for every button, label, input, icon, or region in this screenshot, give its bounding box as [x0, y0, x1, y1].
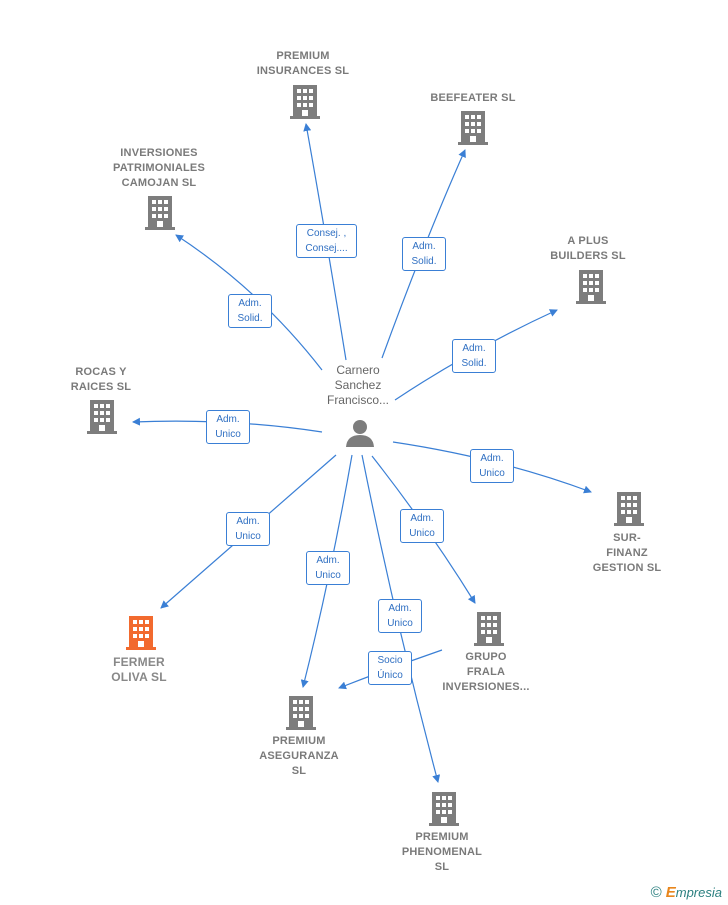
building-icon[interactable]	[290, 85, 320, 119]
company-label: FERMER OLIVA SL	[111, 655, 167, 684]
edge-label-premium-insurances[interactable]: Consej. , Consej....	[296, 224, 357, 258]
company-premium-aseguranza[interactable]: PREMIUM ASEGURANZA SL	[234, 734, 364, 779]
person-name[interactable]: Carnero Sanchez Francisco...	[326, 363, 389, 407]
company-grupo-frala[interactable]: GRUPO FRALA INVERSIONES...	[421, 650, 551, 695]
edge-label-sur-finanz[interactable]: Adm. Unico	[470, 449, 514, 483]
building-icon[interactable]	[474, 612, 504, 646]
company-label: GRUPO FRALA INVERSIONES...	[442, 651, 530, 693]
company-beefeater[interactable]: BEEFEATER SL	[408, 91, 538, 106]
building-icon-highlight[interactable]	[126, 616, 156, 650]
company-label: ROCAS Y RAICES SL	[70, 366, 132, 393]
building-icon[interactable]	[576, 270, 606, 304]
company-inversiones-patrimoniales[interactable]: INVERSIONES PATRIMONIALES CAMOJAN SL	[94, 146, 224, 191]
company-fermer-oliva[interactable]: FERMER OLIVA SL	[74, 655, 204, 685]
edge-label-grupo-frala[interactable]: Adm. Unico	[400, 509, 444, 543]
building-icon[interactable]	[458, 111, 488, 145]
company-sur-finanz[interactable]: SUR- FINANZ GESTION SL	[562, 531, 692, 576]
edge-label-aseguranza[interactable]: Adm. Unico	[306, 551, 350, 585]
edge-label-rocas[interactable]: Adm. Unico	[206, 410, 250, 444]
copyright-symbol: ©	[650, 884, 662, 901]
company-label: SUR- FINANZ GESTION SL	[592, 532, 662, 574]
person-icon[interactable]	[345, 418, 375, 448]
company-label: BEEFEATER SL	[430, 92, 516, 104]
edge-label-fermer[interactable]: Adm. Unico	[226, 512, 270, 546]
edge-label-phenomenal[interactable]: Adm. Unico	[378, 599, 422, 633]
company-label: A PLUS BUILDERS SL	[550, 235, 626, 262]
company-label: PREMIUM INSURANCES SL	[256, 50, 350, 77]
building-icon[interactable]	[87, 400, 117, 434]
company-premium-insurances[interactable]: PREMIUM INSURANCES SL	[238, 49, 368, 79]
brand-initial: E	[665, 884, 676, 901]
edge-label-a-plus[interactable]: Adm. Solid.	[452, 339, 496, 373]
building-icon[interactable]	[286, 696, 316, 730]
building-icon[interactable]	[614, 492, 644, 526]
company-a-plus-builders[interactable]: A PLUS BUILDERS SL	[523, 234, 653, 264]
building-icon[interactable]	[145, 196, 175, 230]
edge-label-inversiones[interactable]: Adm. Solid.	[228, 294, 272, 328]
company-label: INVERSIONES PATRIMONIALES CAMOJAN SL	[112, 147, 206, 189]
edge-label-socio[interactable]: Socio Único	[368, 651, 412, 685]
empresia-logo[interactable]: ©Empresia	[651, 884, 722, 901]
company-rocas-y-raices[interactable]: ROCAS Y RAICES SL	[36, 365, 166, 395]
building-icon[interactable]	[429, 792, 459, 826]
company-label: PREMIUM PHENOMENAL SL	[401, 831, 483, 873]
company-premium-phenomenal[interactable]: PREMIUM PHENOMENAL SL	[377, 830, 507, 875]
company-label: PREMIUM ASEGURANZA SL	[259, 735, 339, 777]
edge-label-beefeater[interactable]: Adm. Solid.	[402, 237, 446, 271]
brand-rest: mpresia	[675, 885, 722, 900]
